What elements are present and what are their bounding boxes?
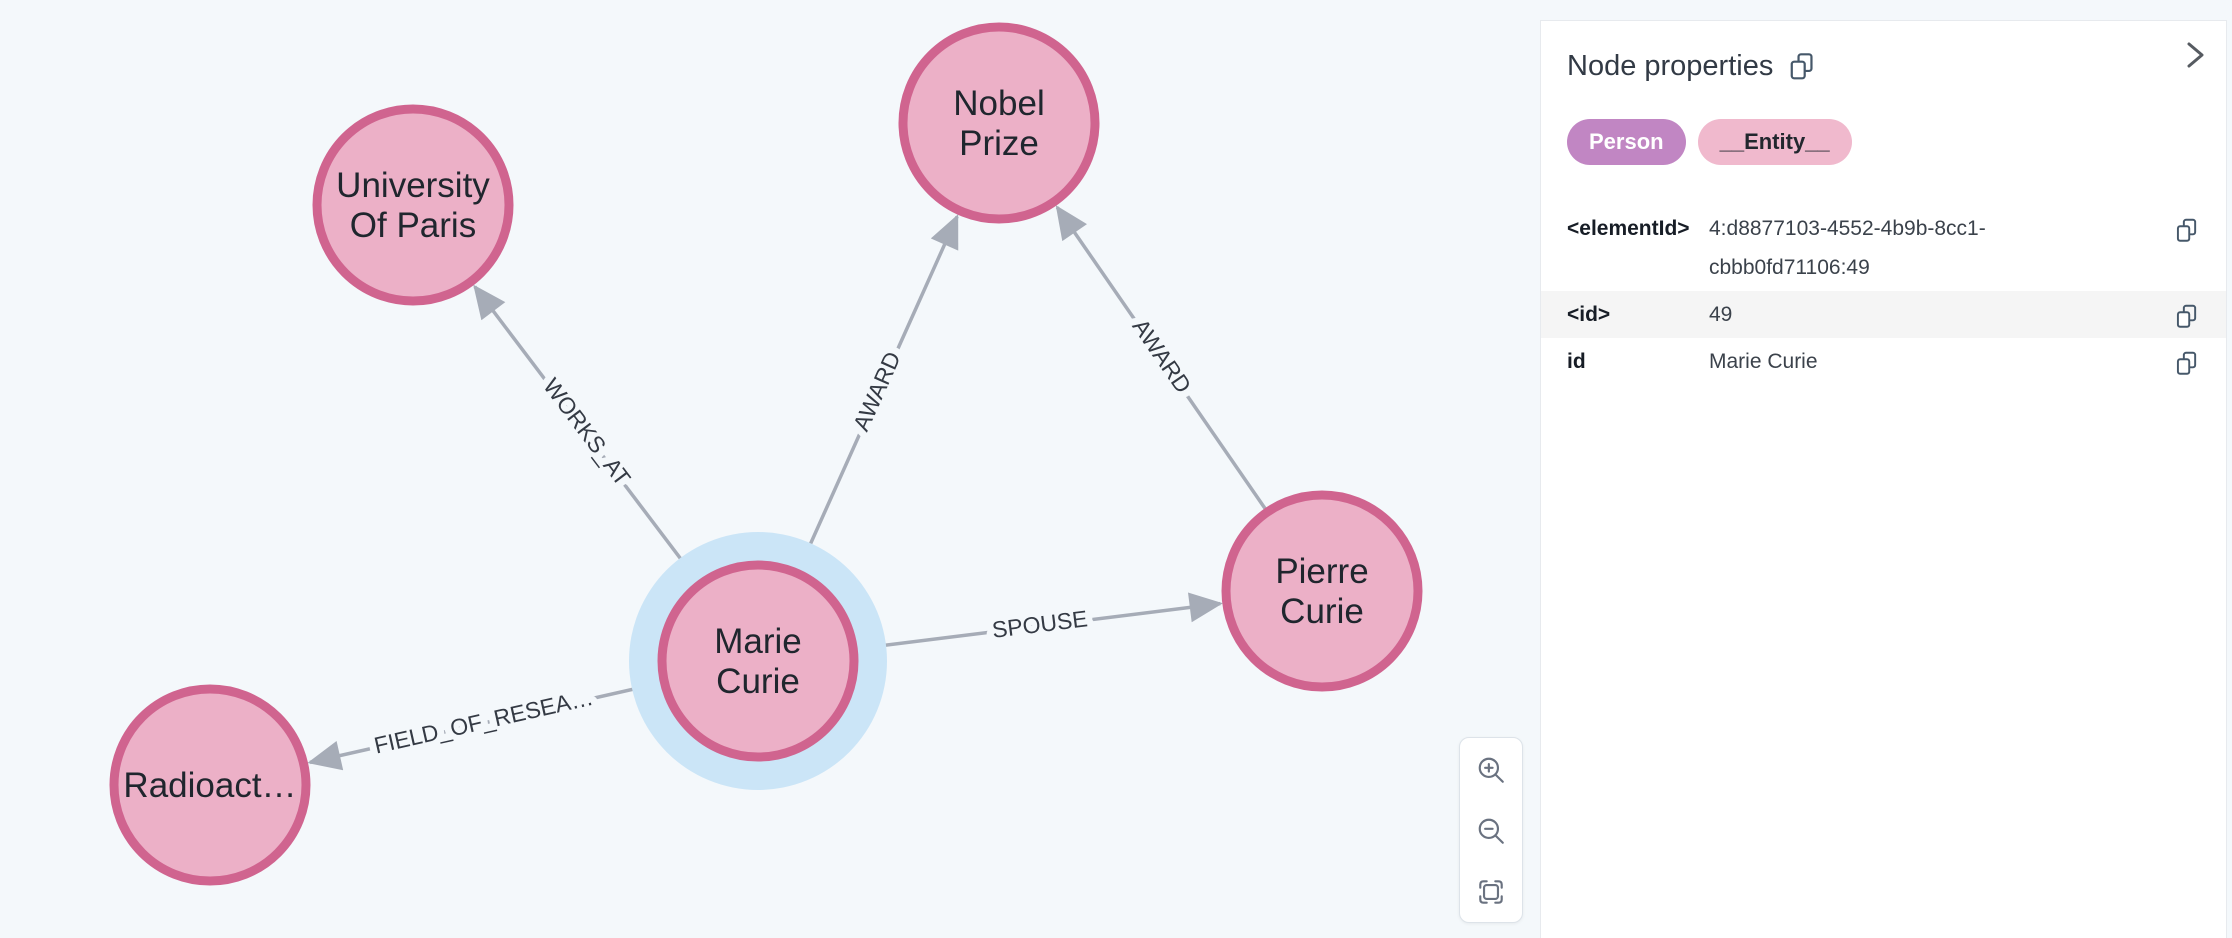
property-key: id bbox=[1567, 350, 1586, 373]
node-label-badge: Person bbox=[1567, 119, 1686, 165]
panel-header: Node properties bbox=[1567, 47, 2196, 85]
property-value: 4:d8877103-4552-4b9b-8cc1-cbbb0fd71106:4… bbox=[1709, 217, 1986, 279]
copy-property-button[interactable] bbox=[2174, 209, 2198, 244]
copy-icon bbox=[2176, 304, 2197, 328]
property-key: <id> bbox=[1567, 303, 1611, 326]
zoom-in-button[interactable] bbox=[1474, 753, 1508, 787]
property-row: id Marie Curie bbox=[1541, 338, 2226, 385]
edge-label: AWARD bbox=[1128, 314, 1197, 398]
chevron-right-icon bbox=[2187, 42, 2204, 68]
node-pierre[interactable] bbox=[1221, 490, 1423, 692]
property-value: Marie Curie bbox=[1709, 350, 1818, 373]
property-row: <id> 49 bbox=[1541, 291, 2226, 338]
edge-label: AWARD bbox=[848, 348, 906, 435]
node-properties-panel: Node properties Person__Entity__ <elemen… bbox=[1540, 20, 2227, 938]
edge-label: FIELD_OF_RESEA… bbox=[372, 684, 596, 759]
node-label-badges: Person__Entity__ bbox=[1567, 119, 2196, 165]
property-row: <elementId> 4:d8877103-4552-4b9b-8cc1-cbb… bbox=[1541, 205, 2226, 291]
node-label-badge: __Entity__ bbox=[1697, 119, 1852, 165]
zoom-out-icon bbox=[1478, 818, 1504, 844]
copy-all-properties-button[interactable] bbox=[1787, 50, 1815, 82]
copy-icon bbox=[2176, 351, 2197, 375]
copy-property-button[interactable] bbox=[2174, 295, 2198, 330]
edge-label: WORKS_AT bbox=[538, 373, 636, 490]
node-nobel[interactable] bbox=[898, 22, 1100, 224]
zoom-in-icon bbox=[1478, 757, 1504, 783]
node-marie[interactable] bbox=[657, 560, 859, 762]
node-university[interactable] bbox=[312, 104, 514, 306]
fit-to-screen-button[interactable] bbox=[1474, 875, 1508, 909]
fit-to-screen-icon bbox=[1479, 880, 1503, 904]
node-radioactivity[interactable] bbox=[109, 684, 311, 886]
property-key: <elementId> bbox=[1567, 217, 1690, 240]
zoom-controls bbox=[1459, 737, 1523, 923]
panel-title: Node properties bbox=[1567, 49, 1774, 82]
copy-icon bbox=[1791, 53, 1813, 80]
copy-icon bbox=[2176, 218, 2197, 242]
property-value: 49 bbox=[1709, 303, 1733, 326]
zoom-out-button[interactable] bbox=[1474, 814, 1508, 848]
copy-property-button[interactable] bbox=[2174, 342, 2198, 377]
collapse-panel-button[interactable] bbox=[2174, 35, 2214, 75]
edge-label: SPOUSE bbox=[991, 605, 1089, 643]
properties-table: <elementId> 4:d8877103-4552-4b9b-8cc1-cbb… bbox=[1541, 205, 2226, 385]
